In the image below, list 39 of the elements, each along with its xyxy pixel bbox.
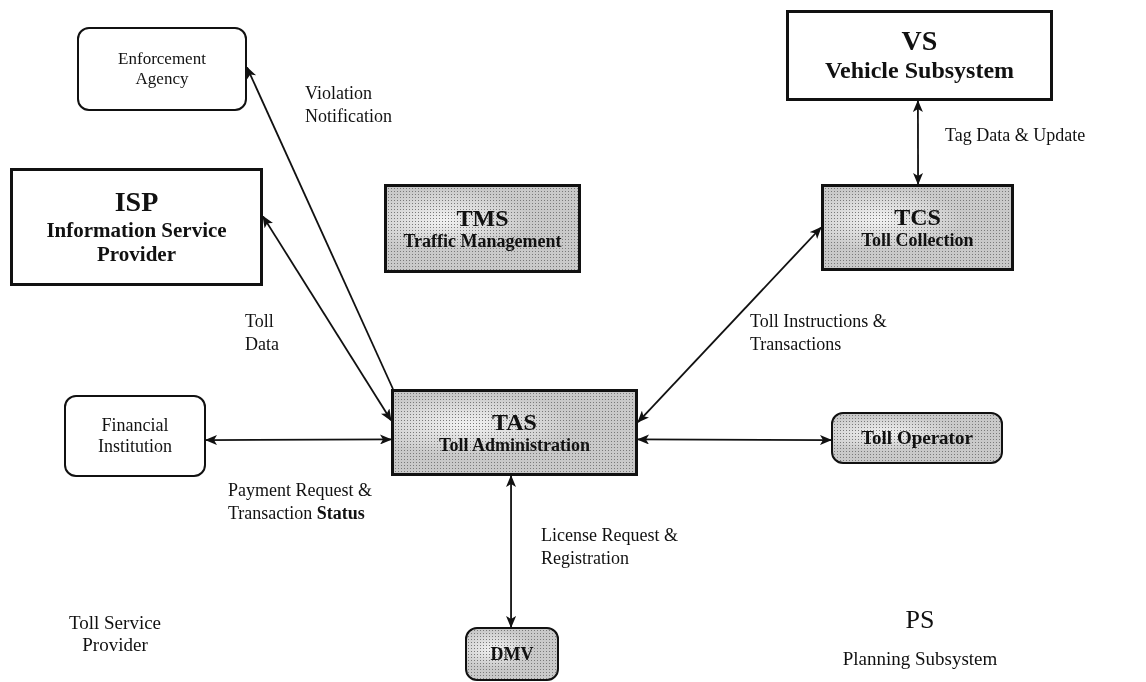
- entity-box: [786, 10, 1053, 101]
- box-title: TCS: [894, 203, 941, 231]
- box-title: TAS: [492, 408, 537, 436]
- edge-label: License Request & Registration: [541, 524, 679, 571]
- edge-label: Tag Data & Update: [945, 124, 1087, 147]
- subsystem-box: [391, 389, 638, 476]
- region-label: PS: [904, 605, 936, 635]
- entity-box: [64, 395, 206, 477]
- arrow: [246, 66, 394, 390]
- box-title: ISP: [114, 187, 159, 219]
- entity-box: [77, 27, 247, 111]
- arrow: [262, 215, 392, 422]
- subsystem-box: [465, 627, 559, 681]
- box-subtitle: Vehicle Subsystem: [824, 57, 1015, 85]
- box-subtitle: Toll Administration: [439, 435, 590, 457]
- box-subtitle: Traffic Management: [403, 231, 562, 253]
- box-text: Toll Operator: [861, 427, 973, 449]
- subsystem-box: [821, 184, 1014, 271]
- edge-label: Toll Data: [245, 310, 280, 357]
- box-text: Financial Institution: [97, 415, 173, 457]
- box-title: TMS: [456, 204, 509, 232]
- subsystem-box: [384, 184, 581, 273]
- edge-label: Toll Instructions & Transactions: [750, 310, 888, 357]
- arrow: [205, 434, 392, 446]
- region-label: Planning Subsystem: [841, 648, 999, 670]
- box-text: Enforcement Agency: [117, 49, 207, 89]
- region-label: Toll Service Provider: [67, 612, 163, 656]
- edge-label: Payment Request & Transaction Status: [228, 479, 373, 526]
- arrow: [506, 475, 517, 628]
- arrow: [637, 226, 822, 423]
- box-text: DMV: [490, 643, 534, 665]
- box-subtitle: Toll Collection: [861, 230, 974, 252]
- edge-label: Violation Notification: [305, 82, 393, 129]
- arrow: [637, 434, 832, 446]
- subsystem-box: [831, 412, 1003, 464]
- box-title: VS: [901, 26, 938, 58]
- arrow: [912, 100, 924, 185]
- box-subtitle: Information Service Provider: [45, 218, 228, 267]
- entity-box: [10, 168, 263, 286]
